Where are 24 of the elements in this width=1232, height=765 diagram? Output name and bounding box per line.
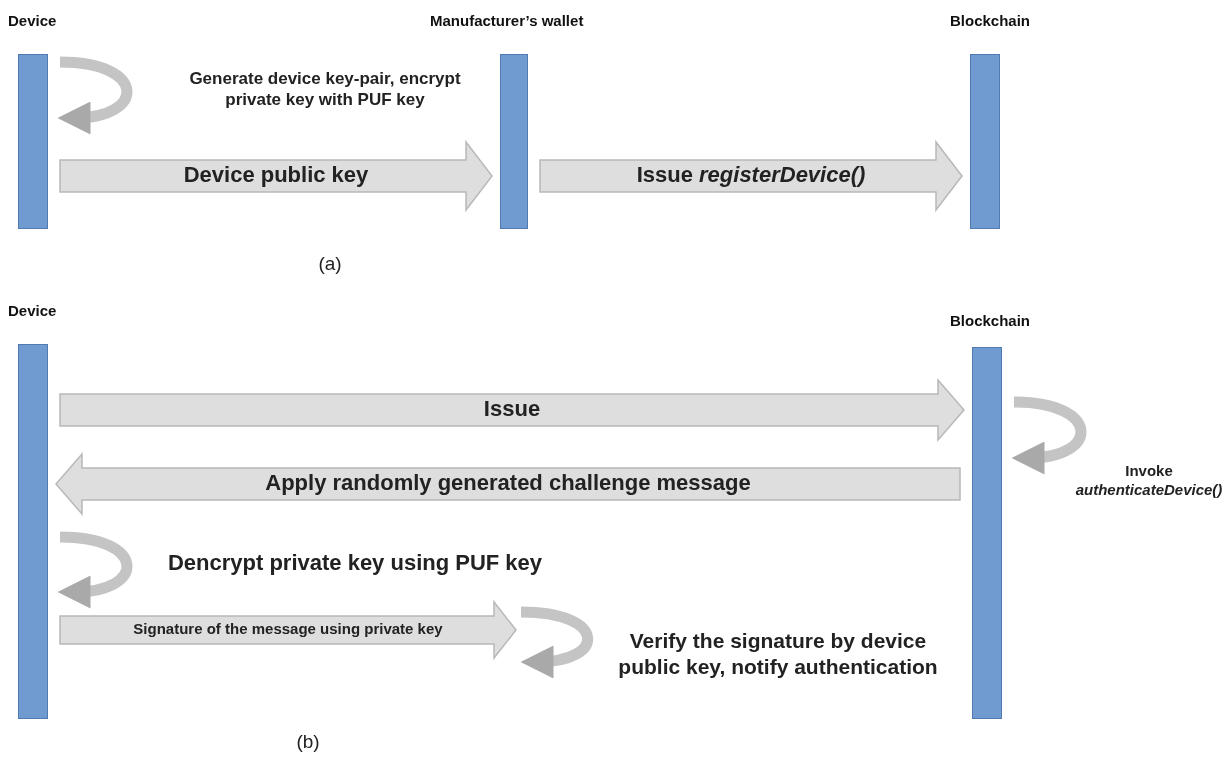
panel-label: (b) [295,730,321,754]
curved-arrow [1011,396,1087,474]
edge-label: Generate device key-pair, encrypt private key with PUF key [188,68,462,111]
edge-label: Apply randomly generated challenge message [264,469,752,497]
lifeline-heading: Device [8,302,57,319]
block-arrow [59,599,517,661]
curved-arrow [57,56,133,134]
lifeline-heading: Blockchain [950,12,1031,29]
panel-label: (a) [317,252,343,276]
curved-arrow [57,531,133,608]
block-arrow [59,378,965,442]
edge-label: Issue registerDevice() [635,161,867,189]
block-arrow [59,139,493,213]
lifeline-heading: Manufacturer’s wallet [430,12,584,29]
edge-label: Dencrypt private key using PUF key [166,549,544,577]
edge-label: Issue [482,395,542,423]
block-arrow [539,139,963,213]
edge-label: Signature of the message using private key [132,619,444,639]
block-arrow [55,452,961,516]
edge-label: Invoke authenticateDevice() [1074,462,1224,500]
edge-label: Device public key [182,161,370,189]
lifeline-heading: Blockchain [950,312,1031,329]
lifeline-heading: Device [8,12,57,29]
note-text: Verify the signature by device public key, notify authentication [617,628,939,681]
